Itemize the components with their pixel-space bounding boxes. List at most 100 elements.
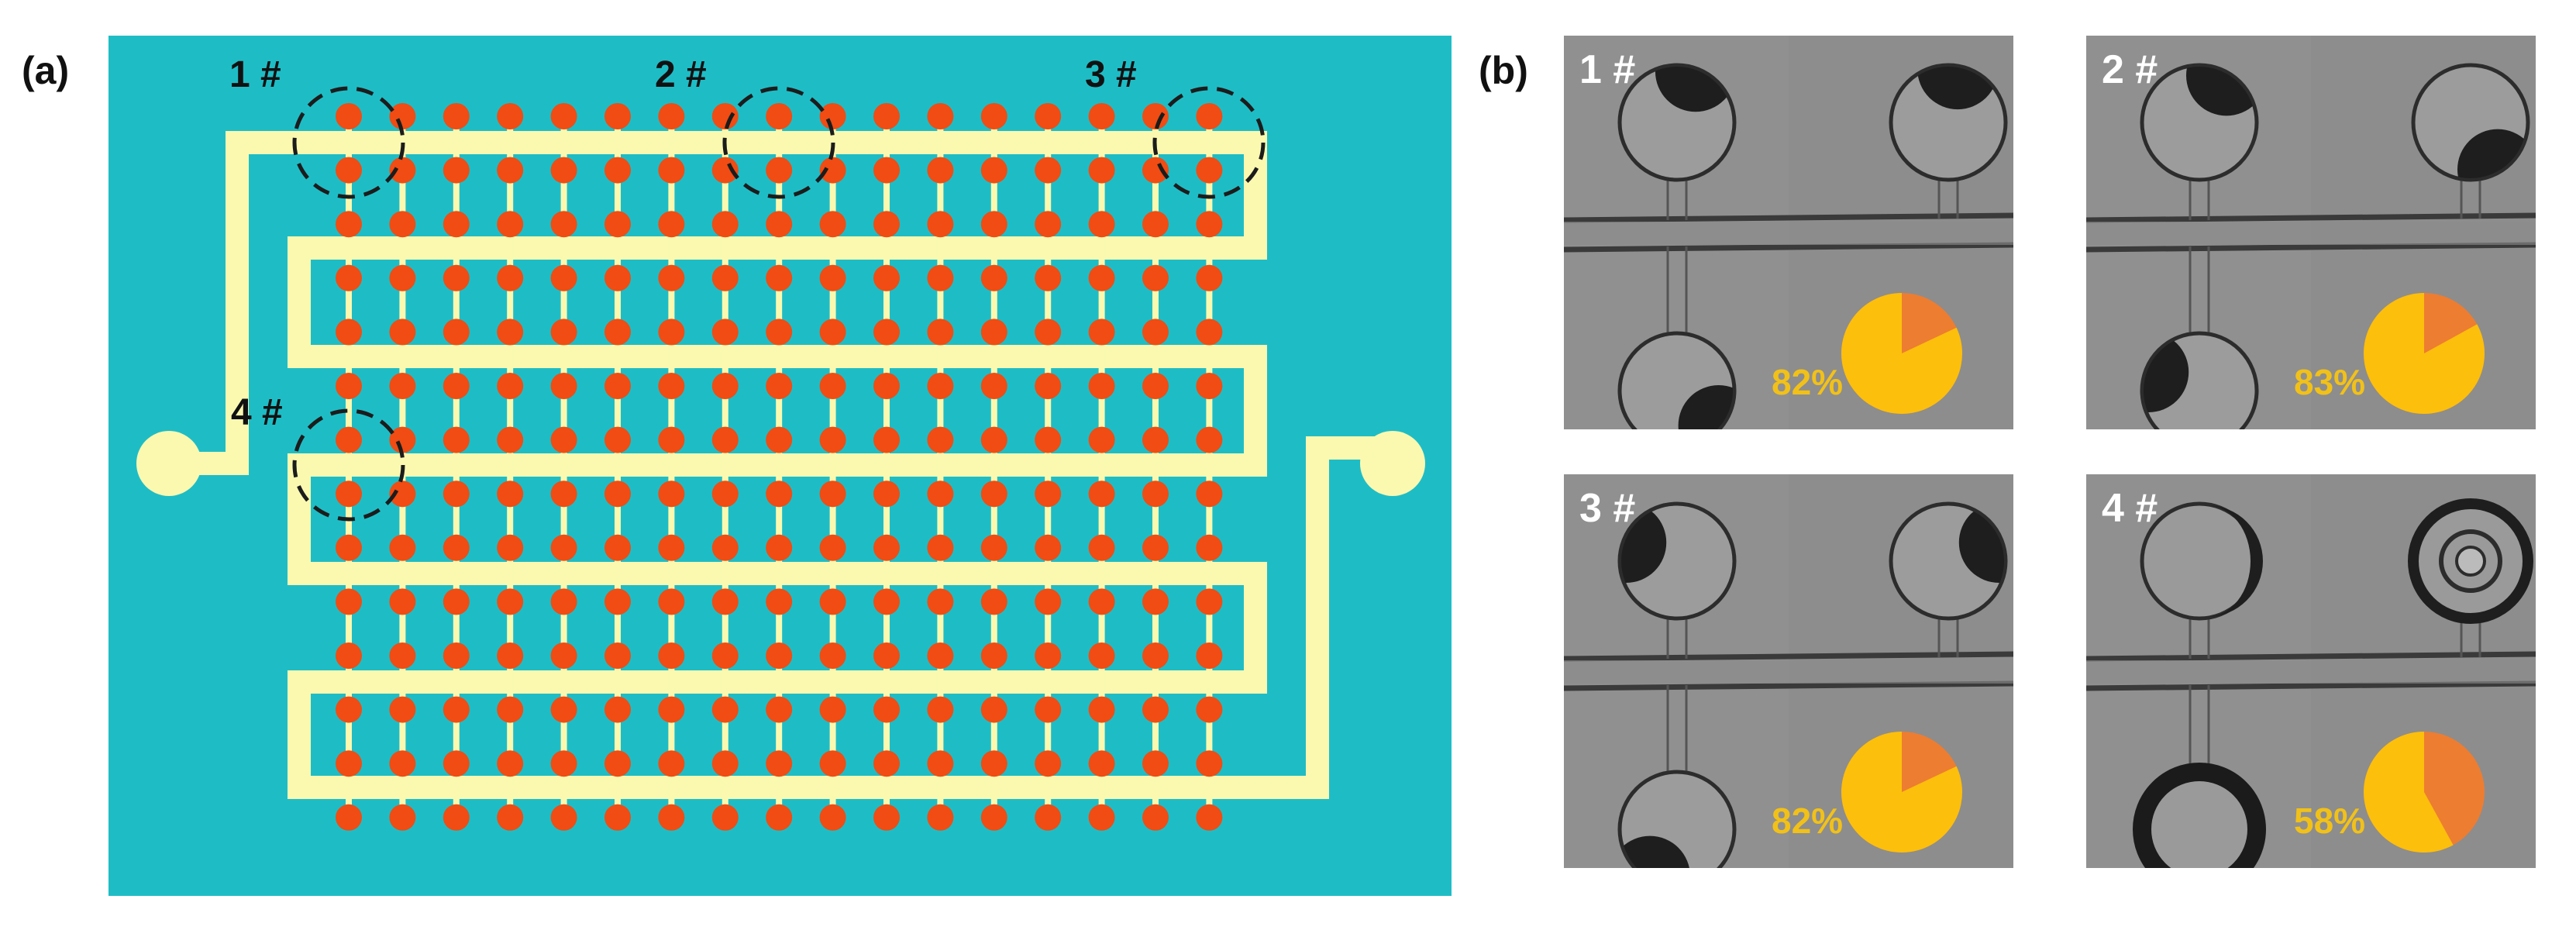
electrode-dot <box>927 804 954 831</box>
percent-pie <box>2364 292 2485 414</box>
electrode-dot <box>604 480 631 508</box>
electrode-lead <box>1152 116 1159 818</box>
electrode-dot <box>497 750 524 777</box>
electrode-dot <box>766 534 793 561</box>
electrode-dot <box>711 211 739 238</box>
electrode-dot <box>980 750 1007 777</box>
electrode-dot <box>1196 211 1223 238</box>
electrode-dot <box>819 157 846 184</box>
electrode-dot <box>873 480 900 508</box>
electrode-dot <box>711 804 739 831</box>
electrode-dot <box>389 211 416 238</box>
electrode-lead <box>776 116 783 818</box>
electrode-dot <box>1035 804 1062 831</box>
electrode-dot <box>443 642 470 669</box>
electrode-dot <box>389 373 416 399</box>
electrode-dot <box>497 264 524 291</box>
electrode-dot <box>711 157 739 184</box>
pie-filled-slice <box>1841 731 1962 852</box>
electrode-dot <box>1088 264 1115 291</box>
electrode-dot <box>1142 696 1169 723</box>
electrode-dot <box>766 642 793 669</box>
electrode-dot <box>604 264 631 291</box>
electrode-dot <box>711 588 739 615</box>
electrode-dot <box>819 804 846 831</box>
electrode-dot <box>927 211 954 238</box>
electrode-dot <box>1088 319 1115 346</box>
electrode-lead <box>1098 116 1105 818</box>
electrode-dot <box>658 264 685 291</box>
electrode-dot <box>550 264 577 291</box>
electrode-dot <box>658 750 685 777</box>
micrograph-3: 3 # 82% <box>1564 474 2013 868</box>
electrode-lead <box>615 116 621 818</box>
electrode-dot <box>980 426 1007 453</box>
pie-filled-slice <box>2364 731 2454 852</box>
electrode-dot <box>658 480 685 508</box>
electrode-dot <box>819 750 846 777</box>
electrode-dot <box>389 157 416 184</box>
electrode-dot <box>389 588 416 615</box>
electrode-dot <box>550 534 577 561</box>
electrode-dot <box>873 534 900 561</box>
pie-filled-slice <box>1841 292 1962 414</box>
electrode-dot <box>819 696 846 723</box>
electrode-dot <box>1196 642 1223 669</box>
electrode-dot <box>766 211 793 238</box>
electrode-lead <box>346 116 352 818</box>
electrode-dot <box>604 319 631 346</box>
electrode-dot <box>980 534 1007 561</box>
electrode-dot <box>443 588 470 615</box>
electrode-dot <box>1196 480 1223 508</box>
electrode-dot <box>1142 642 1169 669</box>
electrode-dot <box>873 211 900 238</box>
electrode-dot <box>1142 534 1169 561</box>
electrode-dot <box>443 319 470 346</box>
electrode-dot <box>604 804 631 831</box>
electrode-dot <box>1088 642 1115 669</box>
electrode-dot <box>443 750 470 777</box>
electrode-dot <box>711 426 739 453</box>
electrode-dot <box>766 157 793 184</box>
electrode-dot <box>336 696 362 723</box>
electrode-dot <box>1035 642 1062 669</box>
electrode-dot <box>927 319 954 346</box>
electrode-dot <box>389 103 416 129</box>
electrode-dot <box>1088 211 1115 238</box>
electrode-dot <box>550 804 577 831</box>
electrode-dot <box>336 211 362 238</box>
electrode-dot <box>980 319 1007 346</box>
electrode-dot <box>336 588 362 615</box>
electrode-dot <box>1142 211 1169 238</box>
electrode-dot <box>1088 480 1115 508</box>
electrode-dot <box>711 750 739 777</box>
electrode-lead <box>883 116 890 818</box>
electrode-dot <box>711 642 739 669</box>
electrode-dot <box>497 804 524 831</box>
site-marker-1 <box>292 86 405 199</box>
electrode-dot <box>550 157 577 184</box>
electrode-dot <box>497 157 524 184</box>
electrode-dot <box>1088 750 1115 777</box>
electrode-dot <box>550 642 577 669</box>
electrode-dot <box>443 103 470 129</box>
electrode-dot <box>980 264 1007 291</box>
electrode-dot <box>658 642 685 669</box>
electrode-dot <box>873 319 900 346</box>
electrode-dot <box>711 696 739 723</box>
electrode-dot <box>1142 319 1169 346</box>
electrode-dot <box>1035 373 1062 399</box>
electrode-dot <box>766 480 793 508</box>
electrode-dot <box>604 534 631 561</box>
electrode-dot <box>873 750 900 777</box>
electrode-dot <box>1035 157 1062 184</box>
electrode-dot <box>1142 588 1169 615</box>
electrode-dot <box>980 211 1007 238</box>
electrode-dot <box>497 480 524 508</box>
electrode-dot <box>819 103 846 129</box>
percent-pie <box>2364 731 2485 852</box>
electrode-dot <box>1035 696 1062 723</box>
electrode-lead <box>668 116 675 818</box>
electrode-dot <box>604 642 631 669</box>
electrode-dot <box>443 373 470 399</box>
